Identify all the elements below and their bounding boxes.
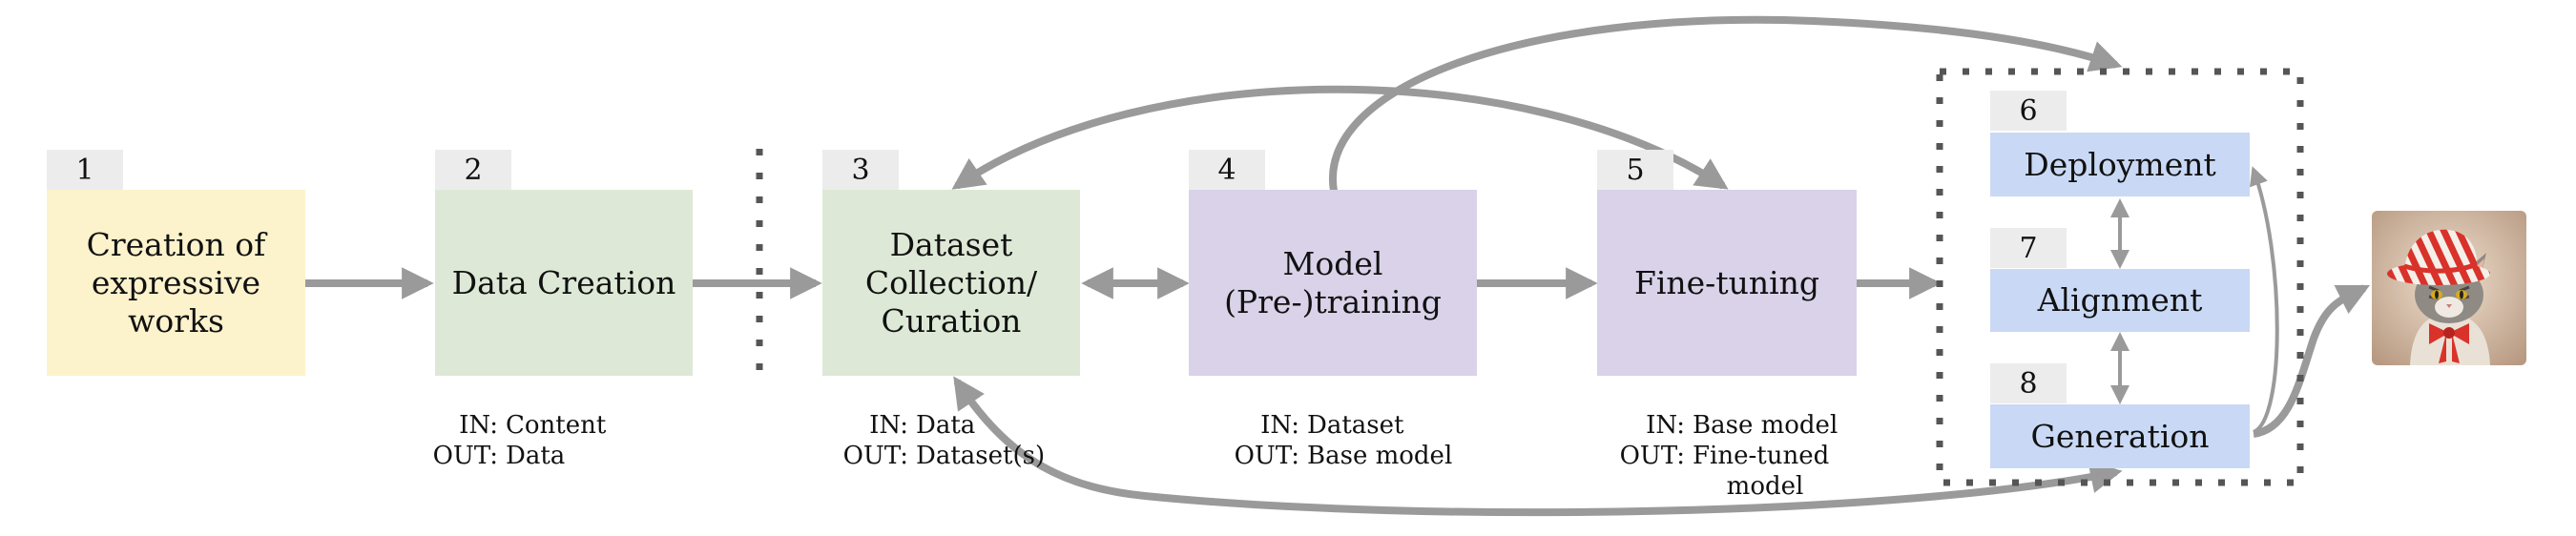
stage-5-box: Fine-tuning (1597, 190, 1857, 376)
stage-1-box: Creation of expressive works (47, 190, 305, 376)
stage-6-box: Deployment (1990, 133, 2250, 196)
stage-3-box: Dataset Collection/ Curation (822, 190, 1080, 376)
stage-3-number: 3 (822, 150, 899, 190)
cat-in-striped-hat-image (2372, 211, 2526, 365)
stage-7-box: Alignment (1990, 269, 2250, 332)
stage-4-number: 4 (1189, 150, 1265, 190)
arrow-generation-to-image (2253, 284, 2371, 438)
io-finetuning: IN:Base model OUT:Fine-tuned model (1619, 411, 1839, 501)
stage-1-number: 1 (47, 150, 123, 190)
stage-4-box: Model (Pre-)training (1189, 190, 1477, 376)
io-data-creation: IN:Content OUT:Data (432, 411, 607, 470)
stage-8-number: 8 (1990, 363, 2067, 403)
arc-4-to-deployment (1328, 15, 2123, 192)
stage-7-number: 7 (1990, 228, 2067, 268)
arc-3-5 (951, 85, 1729, 190)
stage-6-number: 6 (1990, 91, 2067, 131)
stage-8-box: Generation (1990, 404, 2250, 468)
stage-5-number: 5 (1597, 150, 1673, 190)
io-pretraining: IN:Dataset OUT:Base model (1234, 411, 1453, 470)
io-dataset: IN:Data OUT:Dataset(s) (842, 411, 1046, 470)
stage-2-number: 2 (435, 150, 511, 190)
arc-generation-to-deployment (2249, 166, 2279, 434)
stage-2-box: Data Creation (435, 190, 693, 376)
arc-generation-to-3 (953, 376, 2123, 517)
